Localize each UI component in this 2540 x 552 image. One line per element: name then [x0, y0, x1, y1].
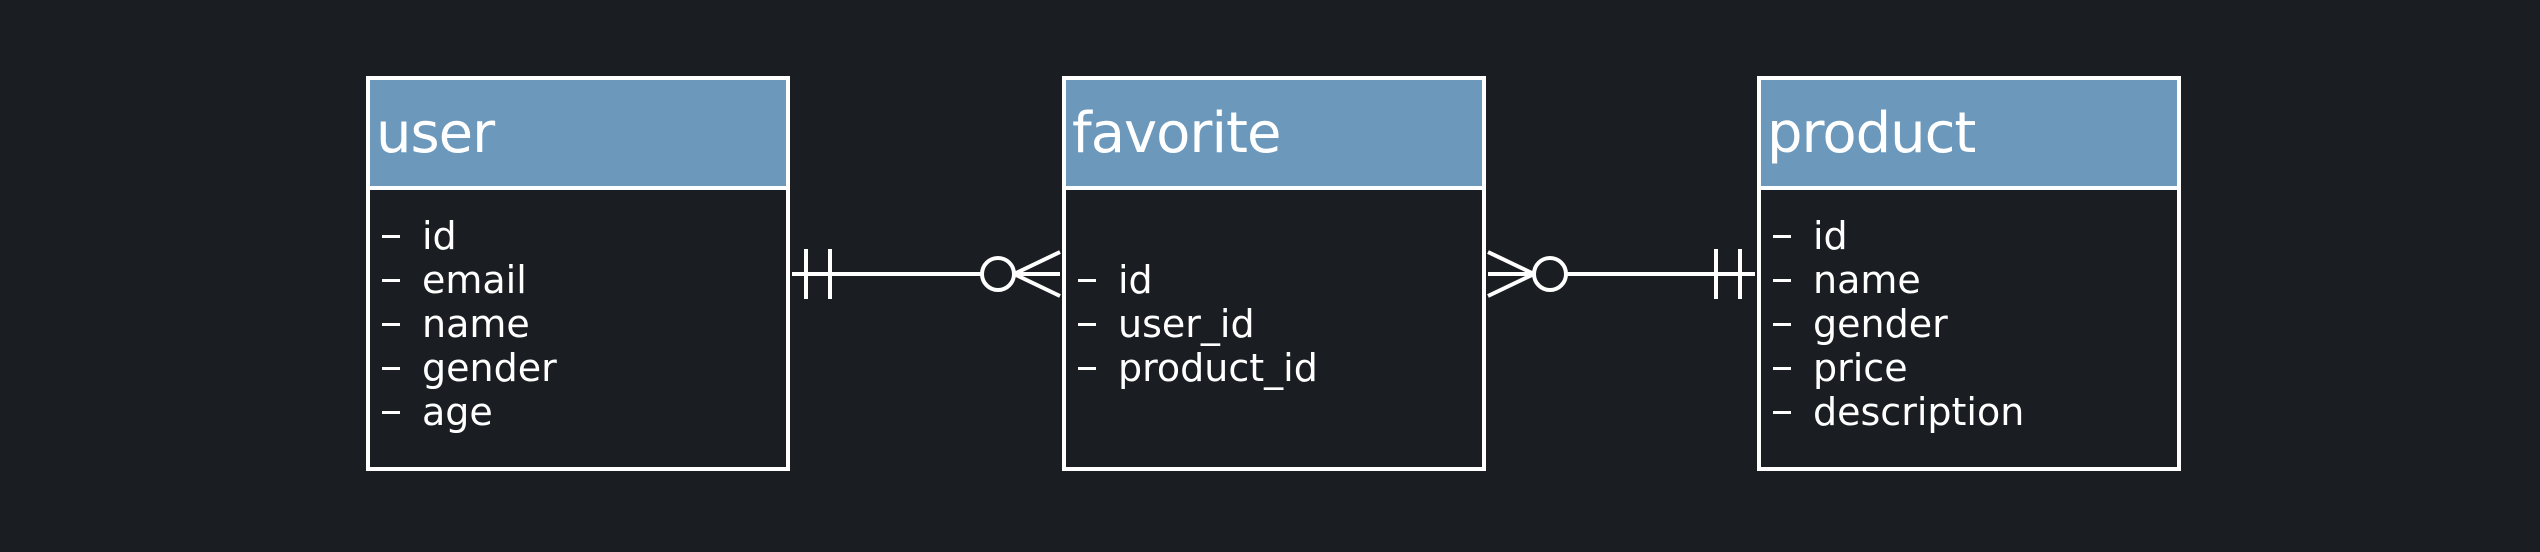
user-field-gender: gender	[380, 346, 786, 390]
dash-icon	[1078, 322, 1096, 326]
relationship-favorite-product[interactable]	[1487, 249, 1755, 299]
dash-icon	[1078, 278, 1096, 282]
product-field-id: id	[1771, 214, 2177, 258]
crowfoot-icon	[1487, 272, 1535, 298]
zero-optional-circle-icon	[1532, 256, 1568, 292]
dash-icon	[1773, 410, 1791, 414]
product-field-description: description	[1771, 390, 2177, 434]
favorite-field-product-id: product_id	[1076, 346, 1482, 390]
favorite-field-id: id	[1076, 258, 1482, 302]
zero-optional-circle-icon	[980, 256, 1016, 292]
dash-icon	[382, 366, 400, 370]
favorite-entity[interactable]: favorite id user_id product_id	[1062, 76, 1486, 471]
favorite-field-user-id: user_id	[1076, 302, 1482, 346]
dash-icon	[1078, 366, 1096, 370]
user-field-email: email	[380, 258, 786, 302]
user-field-name: name	[380, 302, 786, 346]
user-entity[interactable]: user id email name gender age	[366, 76, 790, 471]
user-field-age: age	[380, 390, 786, 434]
crowfoot-icon	[1013, 272, 1061, 298]
user-field-id: id	[380, 214, 786, 258]
dash-icon	[382, 234, 400, 238]
dash-icon	[1773, 322, 1791, 326]
dash-icon	[1773, 234, 1791, 238]
dash-icon	[1773, 278, 1791, 282]
product-field-name: name	[1771, 258, 2177, 302]
favorite-entity-header: favorite	[1066, 80, 1482, 190]
dash-icon	[382, 322, 400, 326]
product-entity-header: product	[1761, 80, 2177, 190]
dash-icon	[382, 410, 400, 414]
crowfoot-icon	[1487, 250, 1535, 276]
user-entity-title: user	[376, 100, 495, 166]
dash-icon	[1773, 366, 1791, 370]
relationship-user-favorite[interactable]	[792, 249, 1061, 299]
product-field-gender: gender	[1771, 302, 2177, 346]
product-entity-title: product	[1767, 100, 1976, 166]
user-entity-header: user	[370, 80, 786, 190]
dash-icon	[382, 278, 400, 282]
product-entity-fields: id name gender price description	[1761, 190, 2177, 434]
product-field-price: price	[1771, 346, 2177, 390]
user-entity-fields: id email name gender age	[370, 190, 786, 434]
favorite-entity-title: favorite	[1072, 100, 1281, 166]
product-entity[interactable]: product id name gender price description	[1757, 76, 2181, 471]
crowfoot-icon	[1013, 250, 1061, 276]
favorite-entity-fields: id user_id product_id	[1066, 190, 1482, 390]
